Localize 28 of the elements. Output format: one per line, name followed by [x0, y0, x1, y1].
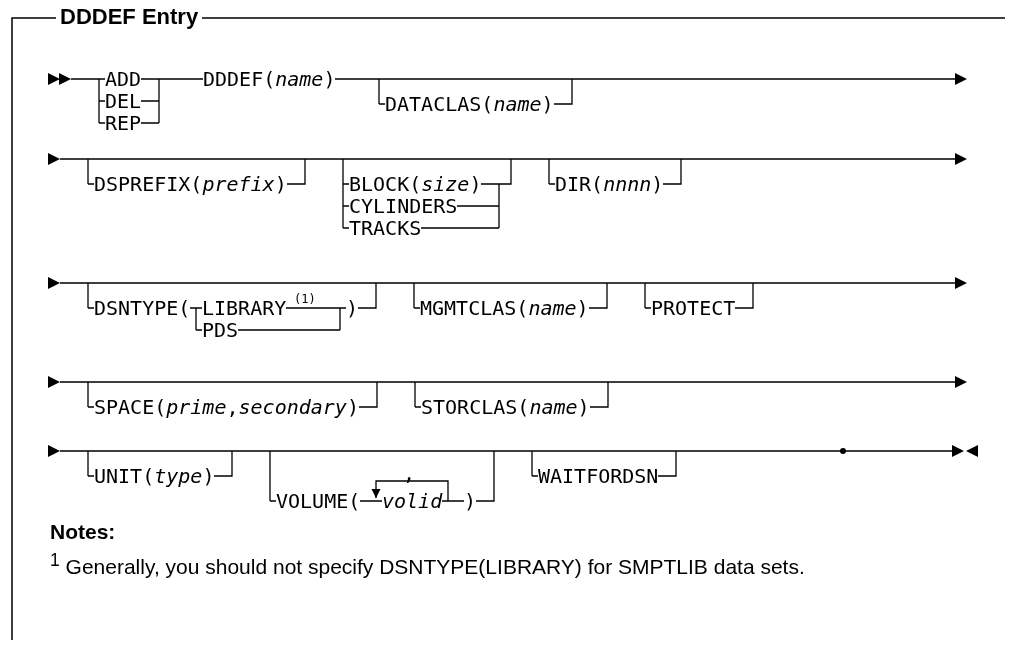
syntax-keyword: MGMTCLAS(name)	[420, 297, 589, 319]
syntax-keyword: REP	[105, 112, 142, 134]
footnote-text: $^{1}$ Generally, you should not specify DSNTYPE(LIBRARY) for SMPTLIB data sets.	[50, 549, 806, 580]
syntax-keyword: PDS	[202, 319, 239, 341]
syntax-keyword: SPACE(prime,secondary)	[94, 396, 359, 418]
notes-heading: Notes:	[50, 520, 116, 544]
syntax-keyword: )	[346, 297, 359, 319]
syntax-keyword: PROTECT	[651, 297, 736, 319]
syntax-keyword: LIBRARY	[202, 297, 287, 319]
footnote-reference: (1)	[294, 293, 316, 305]
section-heading: DDDEF Entry	[59, 4, 200, 30]
syntax-keyword: )	[464, 490, 477, 512]
syntax-keyword: UNIT(type)	[94, 465, 215, 487]
syntax-keyword: DATACLAS(name)	[385, 93, 554, 115]
syntax-keyword: volid	[382, 490, 443, 512]
syntax-keyword: DDDEF(name)	[203, 68, 336, 90]
separator-comma: ,	[403, 462, 416, 484]
syntax-keyword: VOLUME(	[276, 490, 361, 512]
syntax-keyword: DSPREFIX(prefix)	[94, 173, 287, 195]
syntax-keyword: BLOCK(size)	[349, 173, 482, 195]
syntax-keyword: CYLINDERS	[349, 195, 458, 217]
syntax-keyword: ADD	[105, 68, 142, 90]
syntax-keyword: DIR(nnnn)	[555, 173, 664, 195]
syntax-keyword: DSNTYPE(	[94, 297, 191, 319]
syntax-keyword: TRACKS	[349, 217, 422, 239]
syntax-keyword: WAITFORDSN	[538, 465, 659, 487]
syntax-keyword: STORCLAS(name)	[421, 396, 590, 418]
syntax-keyword: DEL	[105, 90, 142, 112]
